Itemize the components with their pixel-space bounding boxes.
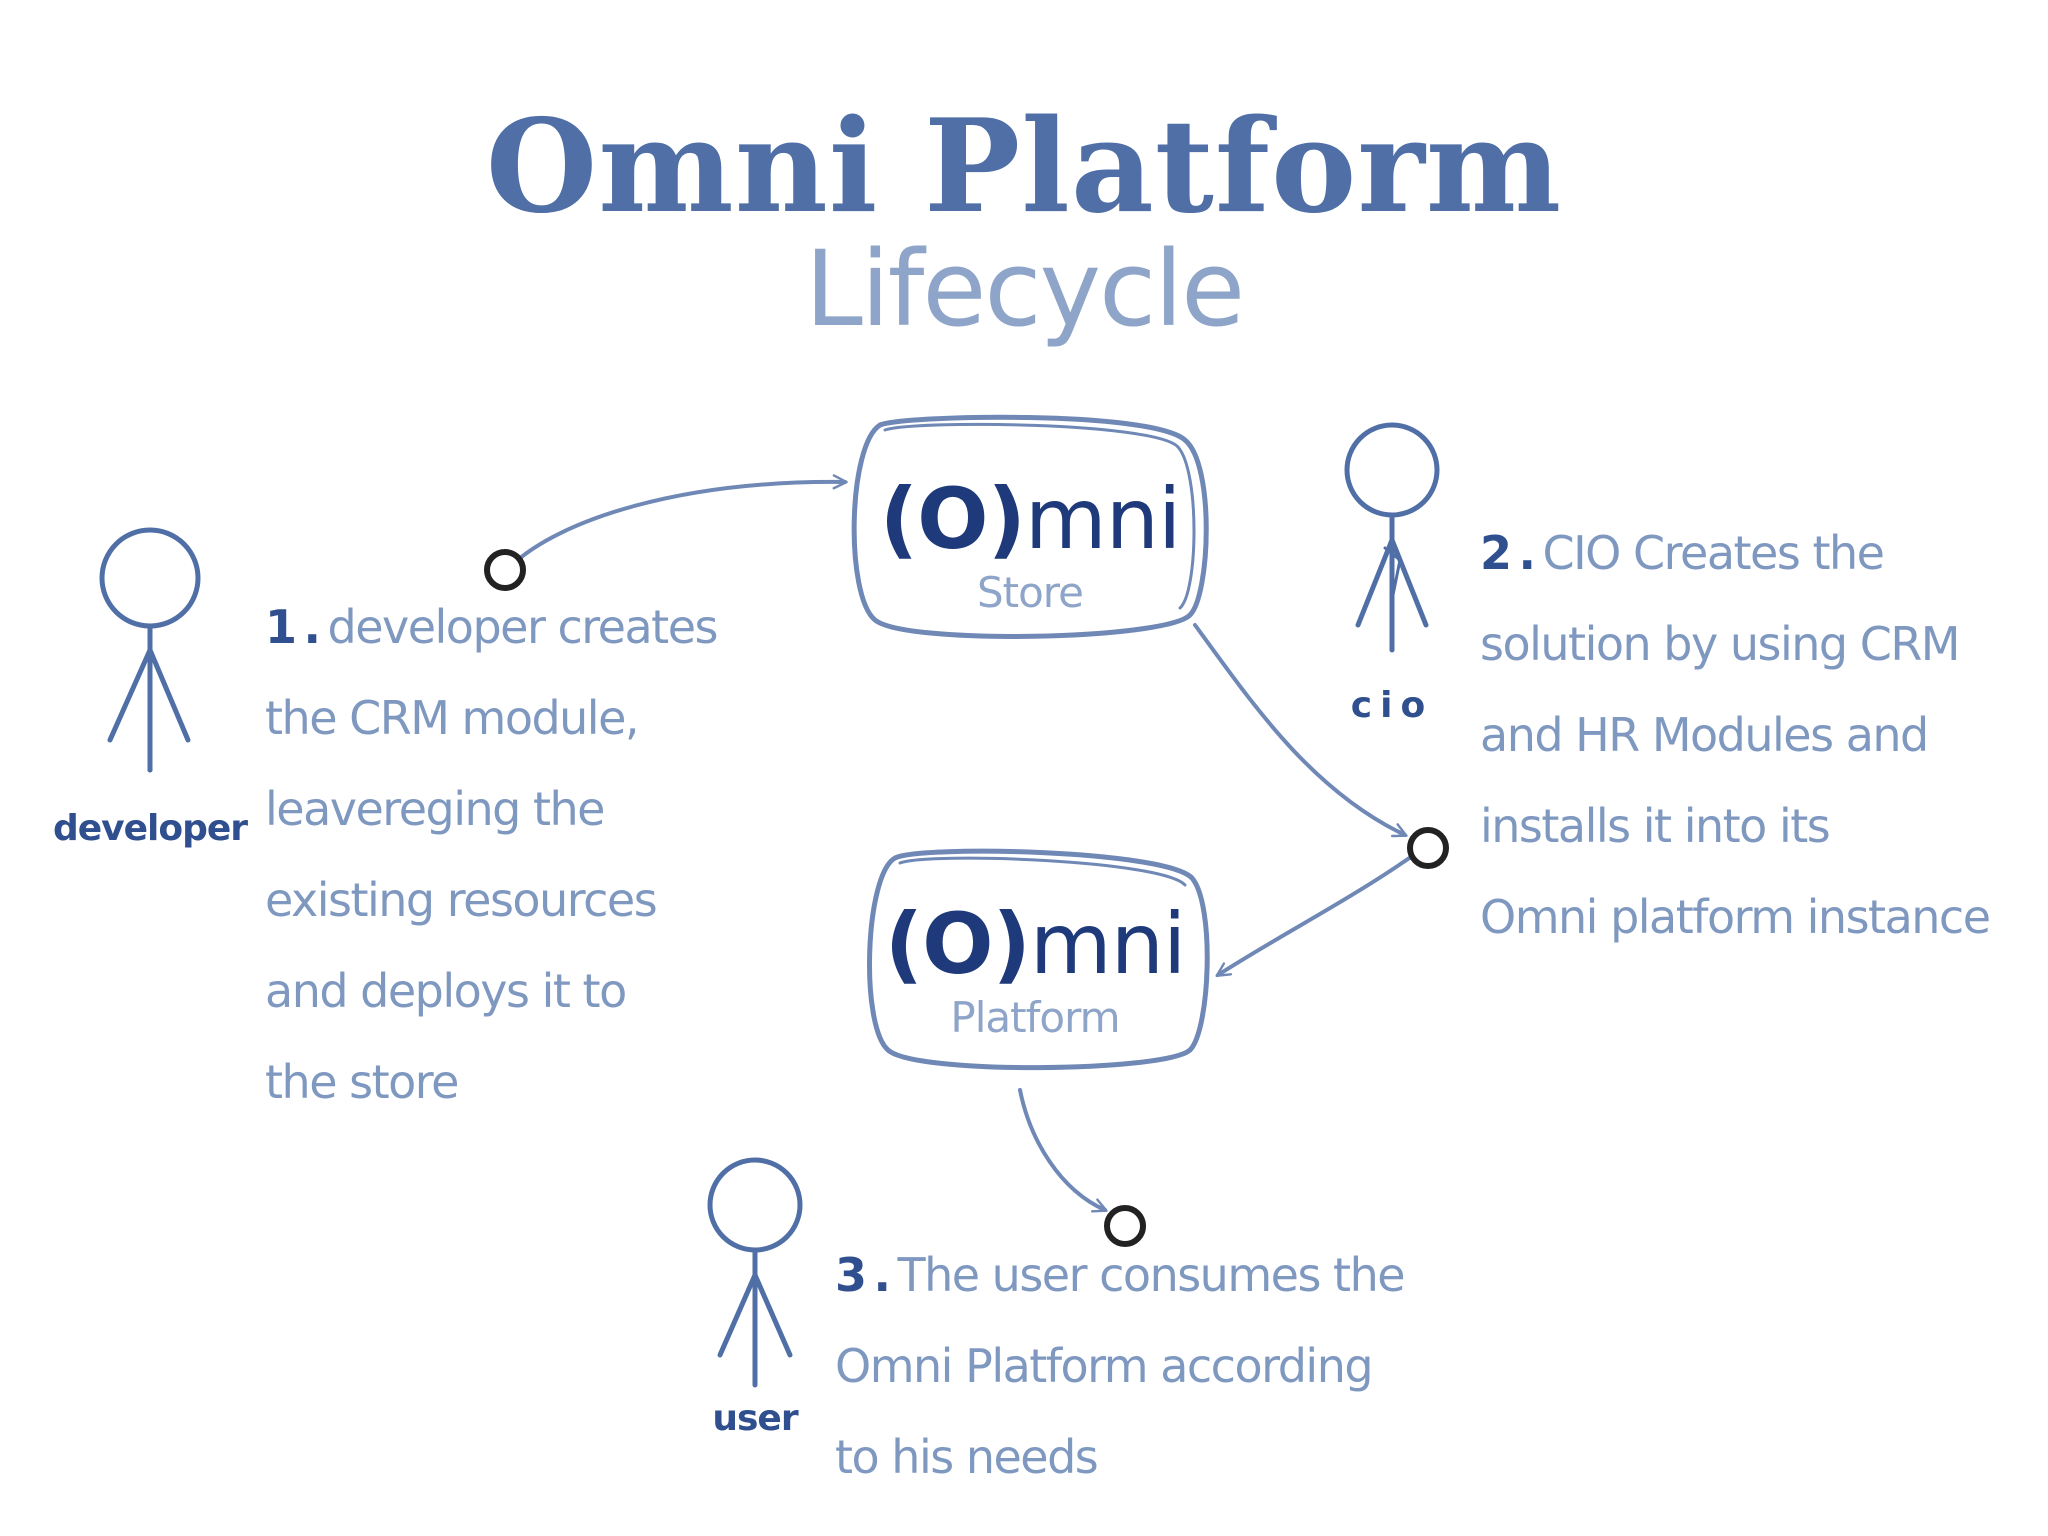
step-line: to his needs bbox=[835, 1430, 1099, 1484]
page-title: Omni Platform bbox=[485, 92, 1563, 242]
cio-label: cio bbox=[1350, 685, 1434, 726]
cio-figure bbox=[1344, 422, 1440, 653]
platform-logo-text: mni bbox=[1029, 895, 1186, 993]
store-logo-paren: (O) bbox=[879, 470, 1026, 568]
step-line: Omni Platform according bbox=[835, 1339, 1374, 1393]
arrow-cio-to-platform bbox=[1215, 850, 1420, 978]
step-separator: . bbox=[1518, 526, 1536, 580]
platform-logo-paren: (O) bbox=[884, 895, 1031, 993]
step-line: and deploys it to bbox=[265, 964, 627, 1018]
step-line: CIO Creates the bbox=[1542, 526, 1885, 580]
step-line: developer creates bbox=[327, 600, 719, 654]
step-line: installs it into its bbox=[1480, 799, 1831, 853]
step-line: the store bbox=[265, 1055, 459, 1109]
developer-label: developer bbox=[52, 808, 248, 849]
step-2-text: 2.CIO Creates the solution by using CRM … bbox=[1480, 508, 1991, 963]
store-logo-text: mni bbox=[1024, 470, 1181, 568]
arrow-developer-to-store bbox=[510, 474, 848, 567]
page-subtitle: Lifecycle bbox=[804, 228, 1245, 350]
step-1-text: 1.developer creates the CRM module, leav… bbox=[265, 582, 719, 1128]
step-line: leavereging the bbox=[265, 782, 605, 836]
step-line: existing resources bbox=[265, 873, 658, 927]
dot-user bbox=[1104, 1205, 1146, 1247]
user-label: user bbox=[712, 1398, 798, 1439]
platform-logo: (O)mni bbox=[870, 895, 1200, 993]
arrow-platform-to-user bbox=[1018, 1088, 1108, 1213]
step-line: and HR Modules and bbox=[1480, 708, 1929, 762]
step-line: The user consumes the bbox=[897, 1248, 1406, 1302]
dot-cio bbox=[1407, 827, 1449, 869]
step-number: 2 bbox=[1480, 526, 1512, 580]
store-logo: (O)mni bbox=[860, 470, 1200, 568]
arrow-store-to-cio bbox=[1193, 623, 1408, 838]
dot-developer bbox=[484, 549, 526, 591]
developer-figure bbox=[99, 527, 201, 773]
platform-label: Platform bbox=[950, 993, 1120, 1042]
step-line: solution by using CRM bbox=[1480, 617, 1960, 671]
store-node-outline bbox=[851, 414, 1209, 639]
step-number: 3 bbox=[835, 1248, 867, 1302]
step-line: Omni platform instance bbox=[1480, 890, 1991, 944]
platform-node-outline bbox=[867, 848, 1210, 1071]
user-figure bbox=[707, 1157, 803, 1388]
step-line: the CRM module, bbox=[265, 691, 640, 745]
step-number: 1 bbox=[265, 600, 297, 654]
step-3-text: 3.The user consumes the Omni Platform ac… bbox=[835, 1230, 1406, 1503]
step-separator: . bbox=[303, 600, 321, 654]
store-label: Store bbox=[976, 568, 1084, 617]
step-separator: . bbox=[873, 1248, 891, 1302]
